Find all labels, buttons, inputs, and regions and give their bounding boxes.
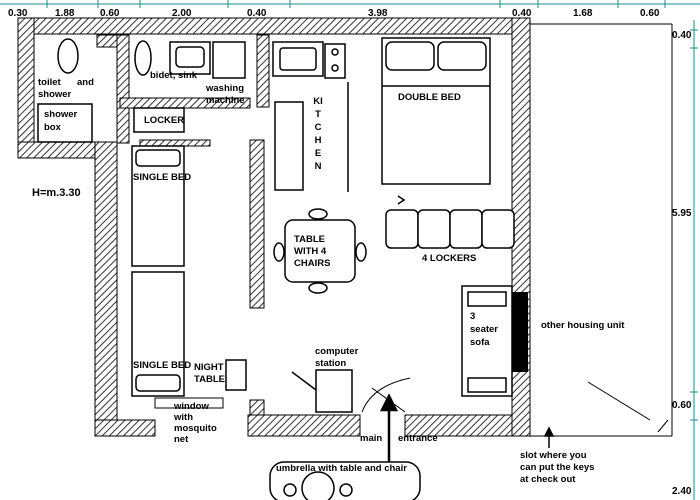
label-toilet-and: and: [77, 77, 94, 88]
night-table: [225, 359, 247, 391]
shower-box: [37, 103, 93, 143]
sofa-black-strip: [512, 292, 528, 372]
label-entrance: entrance: [398, 433, 438, 444]
four-lockers: [385, 209, 515, 249]
door-swing: [361, 377, 411, 413]
label-window-3: mosquito: [174, 423, 217, 434]
computer-station: [291, 369, 353, 413]
dim-top-6: 0.40: [512, 8, 532, 19]
single-beds: [131, 145, 185, 397]
top-dimension-line: [0, 0, 700, 8]
dim-top-2: 0.60: [100, 8, 120, 19]
label-slot-2: can put the keys: [520, 462, 595, 473]
label-window-4: net: [174, 434, 189, 445]
label-washing: washing: [206, 83, 245, 94]
dim-top-0: 0.30: [8, 8, 28, 19]
label-other-housing-unit: other housing unit: [541, 320, 625, 331]
dim-top-7: 1.68: [573, 8, 593, 19]
dim-top-4: 0.40: [247, 8, 267, 19]
label-window-1: window: [174, 401, 209, 412]
label-table-3: CHAIRS: [294, 258, 331, 269]
dim-right-2: 0.60: [672, 400, 692, 411]
dim-top-3: 2.00: [172, 8, 192, 19]
label-machine: machine: [206, 95, 245, 106]
label-shower: shower: [38, 89, 72, 100]
locker-box: [133, 107, 185, 133]
label-main: main: [360, 433, 383, 444]
height-note: H=m.3.30: [32, 187, 81, 199]
label-station: station: [315, 358, 347, 369]
toilet-fixture: [57, 38, 79, 74]
label-sofa-2: seater: [470, 324, 498, 335]
dim-top-8: 0.60: [640, 8, 660, 19]
label-kitchen: KITCHEN: [313, 96, 323, 172]
label-table-2: WITH 4: [294, 246, 327, 257]
label-bidet-sink: bidet, sink: [150, 70, 197, 81]
label-single-bed-top: SINGLE BED: [133, 172, 192, 183]
other-housing-unit-outline: [530, 23, 673, 437]
label-sofa-3: sofa: [470, 337, 490, 348]
washing-machine: [212, 41, 246, 79]
dim-top-5: 3.98: [368, 8, 388, 19]
label-slot-3: at check out: [520, 474, 576, 485]
key-slot-arrow: [543, 426, 555, 448]
window-mosquito-net: [154, 397, 224, 409]
label-sofa-1: 3: [470, 311, 476, 322]
bathroom-fixtures: [37, 38, 246, 143]
double-bed: [381, 37, 491, 205]
umbrella-table: [269, 461, 421, 500]
label-table-1: TABLE: [294, 234, 325, 245]
table-with-chairs: [273, 208, 367, 294]
dim-right-3: 2.40: [672, 486, 692, 497]
label-shower-box-1: shower: [44, 109, 78, 120]
label-window-2: with: [174, 412, 193, 423]
label-locker: LOCKER: [144, 115, 185, 126]
bidet-fixture: [134, 40, 152, 76]
dim-top-1: 1.88: [55, 8, 75, 19]
label-umbrella: umbrella with table and chair: [276, 463, 407, 474]
label-double-bed: DOUBLE BED: [398, 92, 461, 103]
interior-walls: [96, 34, 270, 309]
label-toilet: toilet: [38, 77, 61, 88]
outer-walls: [17, 17, 531, 437]
right-dimension-line: [690, 20, 698, 500]
label-shower-box-2: box: [44, 122, 61, 133]
label-single-bed-bottom: SINGLE BED: [133, 360, 192, 371]
label-night-table: TABLE: [194, 374, 225, 385]
label-slot-1: slot where you: [520, 450, 587, 461]
three-seater-sofa: [461, 285, 513, 397]
label-computer: computer: [315, 346, 359, 357]
dim-right-1: 5.95: [672, 208, 692, 219]
kitchen-fixtures: [272, 41, 349, 192]
dim-right-0: 0.40: [672, 30, 692, 41]
label-night: NIGHT: [194, 362, 224, 373]
label-4-lockers: 4 LOCKERS: [422, 253, 477, 264]
